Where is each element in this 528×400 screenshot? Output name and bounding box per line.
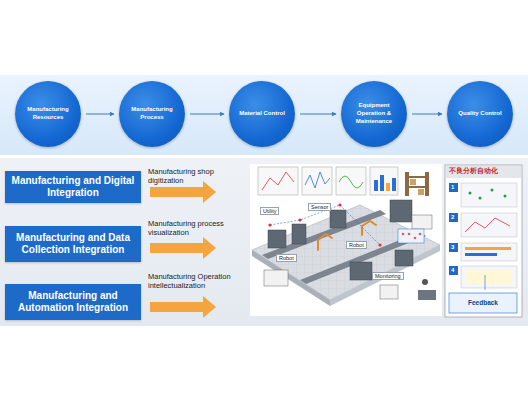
process-band (0, 75, 528, 155)
orange-arrows (150, 181, 216, 318)
callout-number: 4 (451, 267, 454, 274)
flow-arrow (300, 114, 336, 115)
part-label: 不良分析自动化 (449, 167, 498, 175)
integration-box: Manufacturing and Automation Integration (5, 284, 141, 320)
analysis-panel (445, 165, 522, 317)
step-name: Manufacturing Process (126, 106, 178, 122)
part-label: Robot (276, 254, 297, 262)
step-name: Equipment Operation & Maintenance (348, 102, 400, 125)
step-name: Manufacturing Resources (22, 106, 74, 122)
flow-arrow (412, 114, 442, 115)
box-title: Manufacturing and Data Collection Integr… (10, 232, 136, 256)
factory-illustration (250, 164, 442, 316)
process-circle: Manufacturing Process (119, 81, 185, 147)
flow-arrow (86, 114, 114, 115)
part-label: Monitoring (372, 272, 404, 280)
callout-number: 2 (451, 214, 454, 221)
flow-arrow (190, 114, 224, 115)
part-label: Utility (260, 207, 279, 215)
step-name: Quality Control (454, 110, 506, 118)
callout-number: 1 (451, 184, 454, 191)
part-label: Robot (346, 241, 367, 249)
process-circle: Equipment Operation & Maintenance (341, 81, 407, 147)
stage-label: Manufacturing Operation intellectualizat… (148, 273, 248, 290)
step-name: Material Control (236, 110, 288, 118)
process-circle: Quality Control (447, 81, 513, 147)
integration-box: Manufacturing and Digital Integration (5, 171, 141, 203)
part-label: Feedback (468, 299, 498, 306)
box-title: Manufacturing and Automation Integration (10, 290, 136, 314)
part-label: Sensor (308, 203, 331, 211)
stage-label: Manufacturing shop digitization (148, 168, 248, 185)
box-title: Manufacturing and Digital Integration (10, 175, 136, 199)
stage-label: Manufacturing process visualization (148, 220, 248, 237)
process-circle: Material Control (229, 81, 295, 147)
callout-number: 3 (451, 244, 454, 251)
lower-panel (0, 158, 528, 326)
process-circle: Manufacturing Resources (15, 81, 81, 147)
integration-box: Manufacturing and Data Collection Integr… (5, 226, 141, 262)
